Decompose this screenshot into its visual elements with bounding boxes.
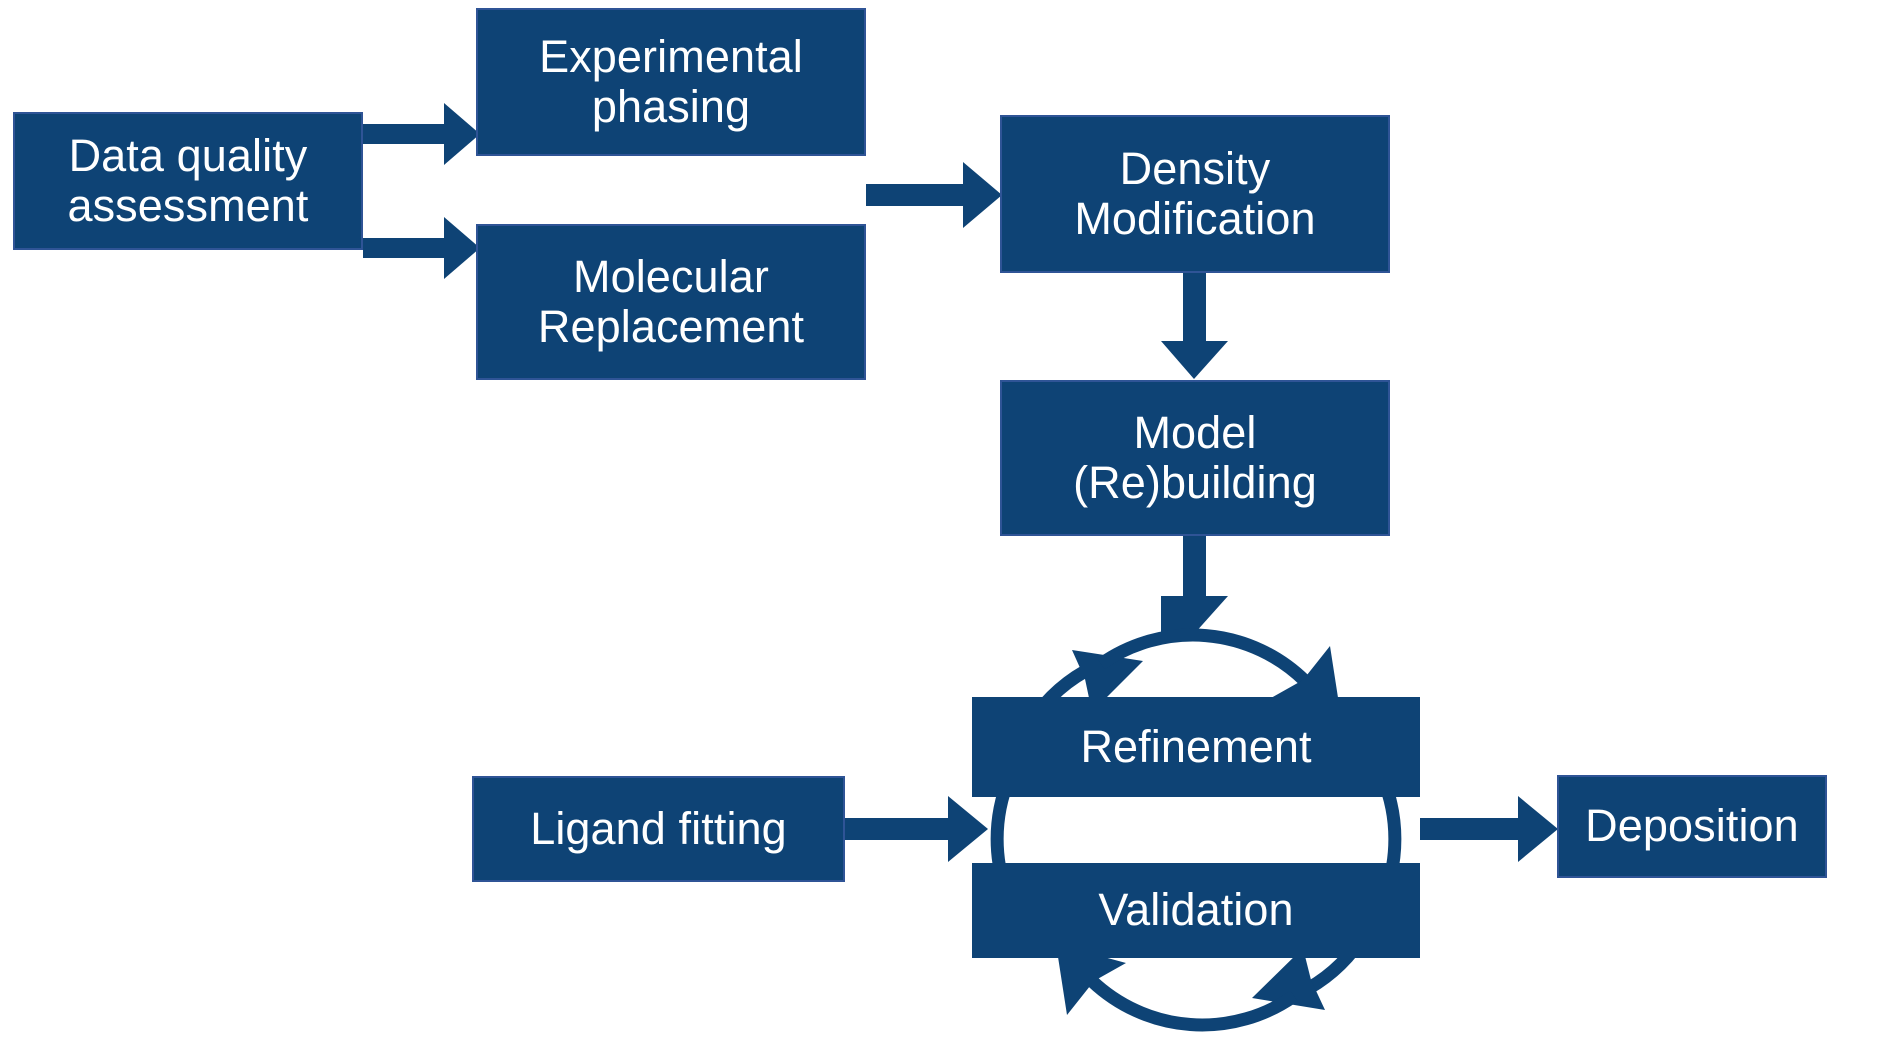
- node-data-quality-assessment[interactable]: Data quality assessment: [13, 112, 363, 250]
- node-refinement[interactable]: Refinement: [972, 697, 1420, 797]
- node-model-rebuilding[interactable]: Model (Re)building: [1000, 380, 1390, 536]
- arrow-phasing-to-density-modification: [866, 162, 1002, 228]
- node-experimental-phasing[interactable]: Experimental phasing: [476, 8, 866, 156]
- arrow-ligand-fitting-to-cycle: [845, 796, 988, 862]
- node-density-modification[interactable]: Density Modification: [1000, 115, 1390, 273]
- node-validation[interactable]: Validation: [972, 863, 1420, 958]
- node-ligand-fitting[interactable]: Ligand fitting: [472, 776, 845, 882]
- arrow-data-quality-to-molecular-replacement: [363, 217, 480, 279]
- arrow-model-rebuilding-to-refinement: [1161, 535, 1228, 634]
- arrow-density-modification-to-model-rebuilding: [1161, 272, 1228, 379]
- node-molecular-replacement[interactable]: Molecular Replacement: [476, 224, 866, 380]
- arrow-cycle-to-deposition: [1420, 796, 1558, 862]
- arrow-data-quality-to-experimental-phasing: [363, 103, 480, 165]
- node-deposition[interactable]: Deposition: [1557, 775, 1827, 878]
